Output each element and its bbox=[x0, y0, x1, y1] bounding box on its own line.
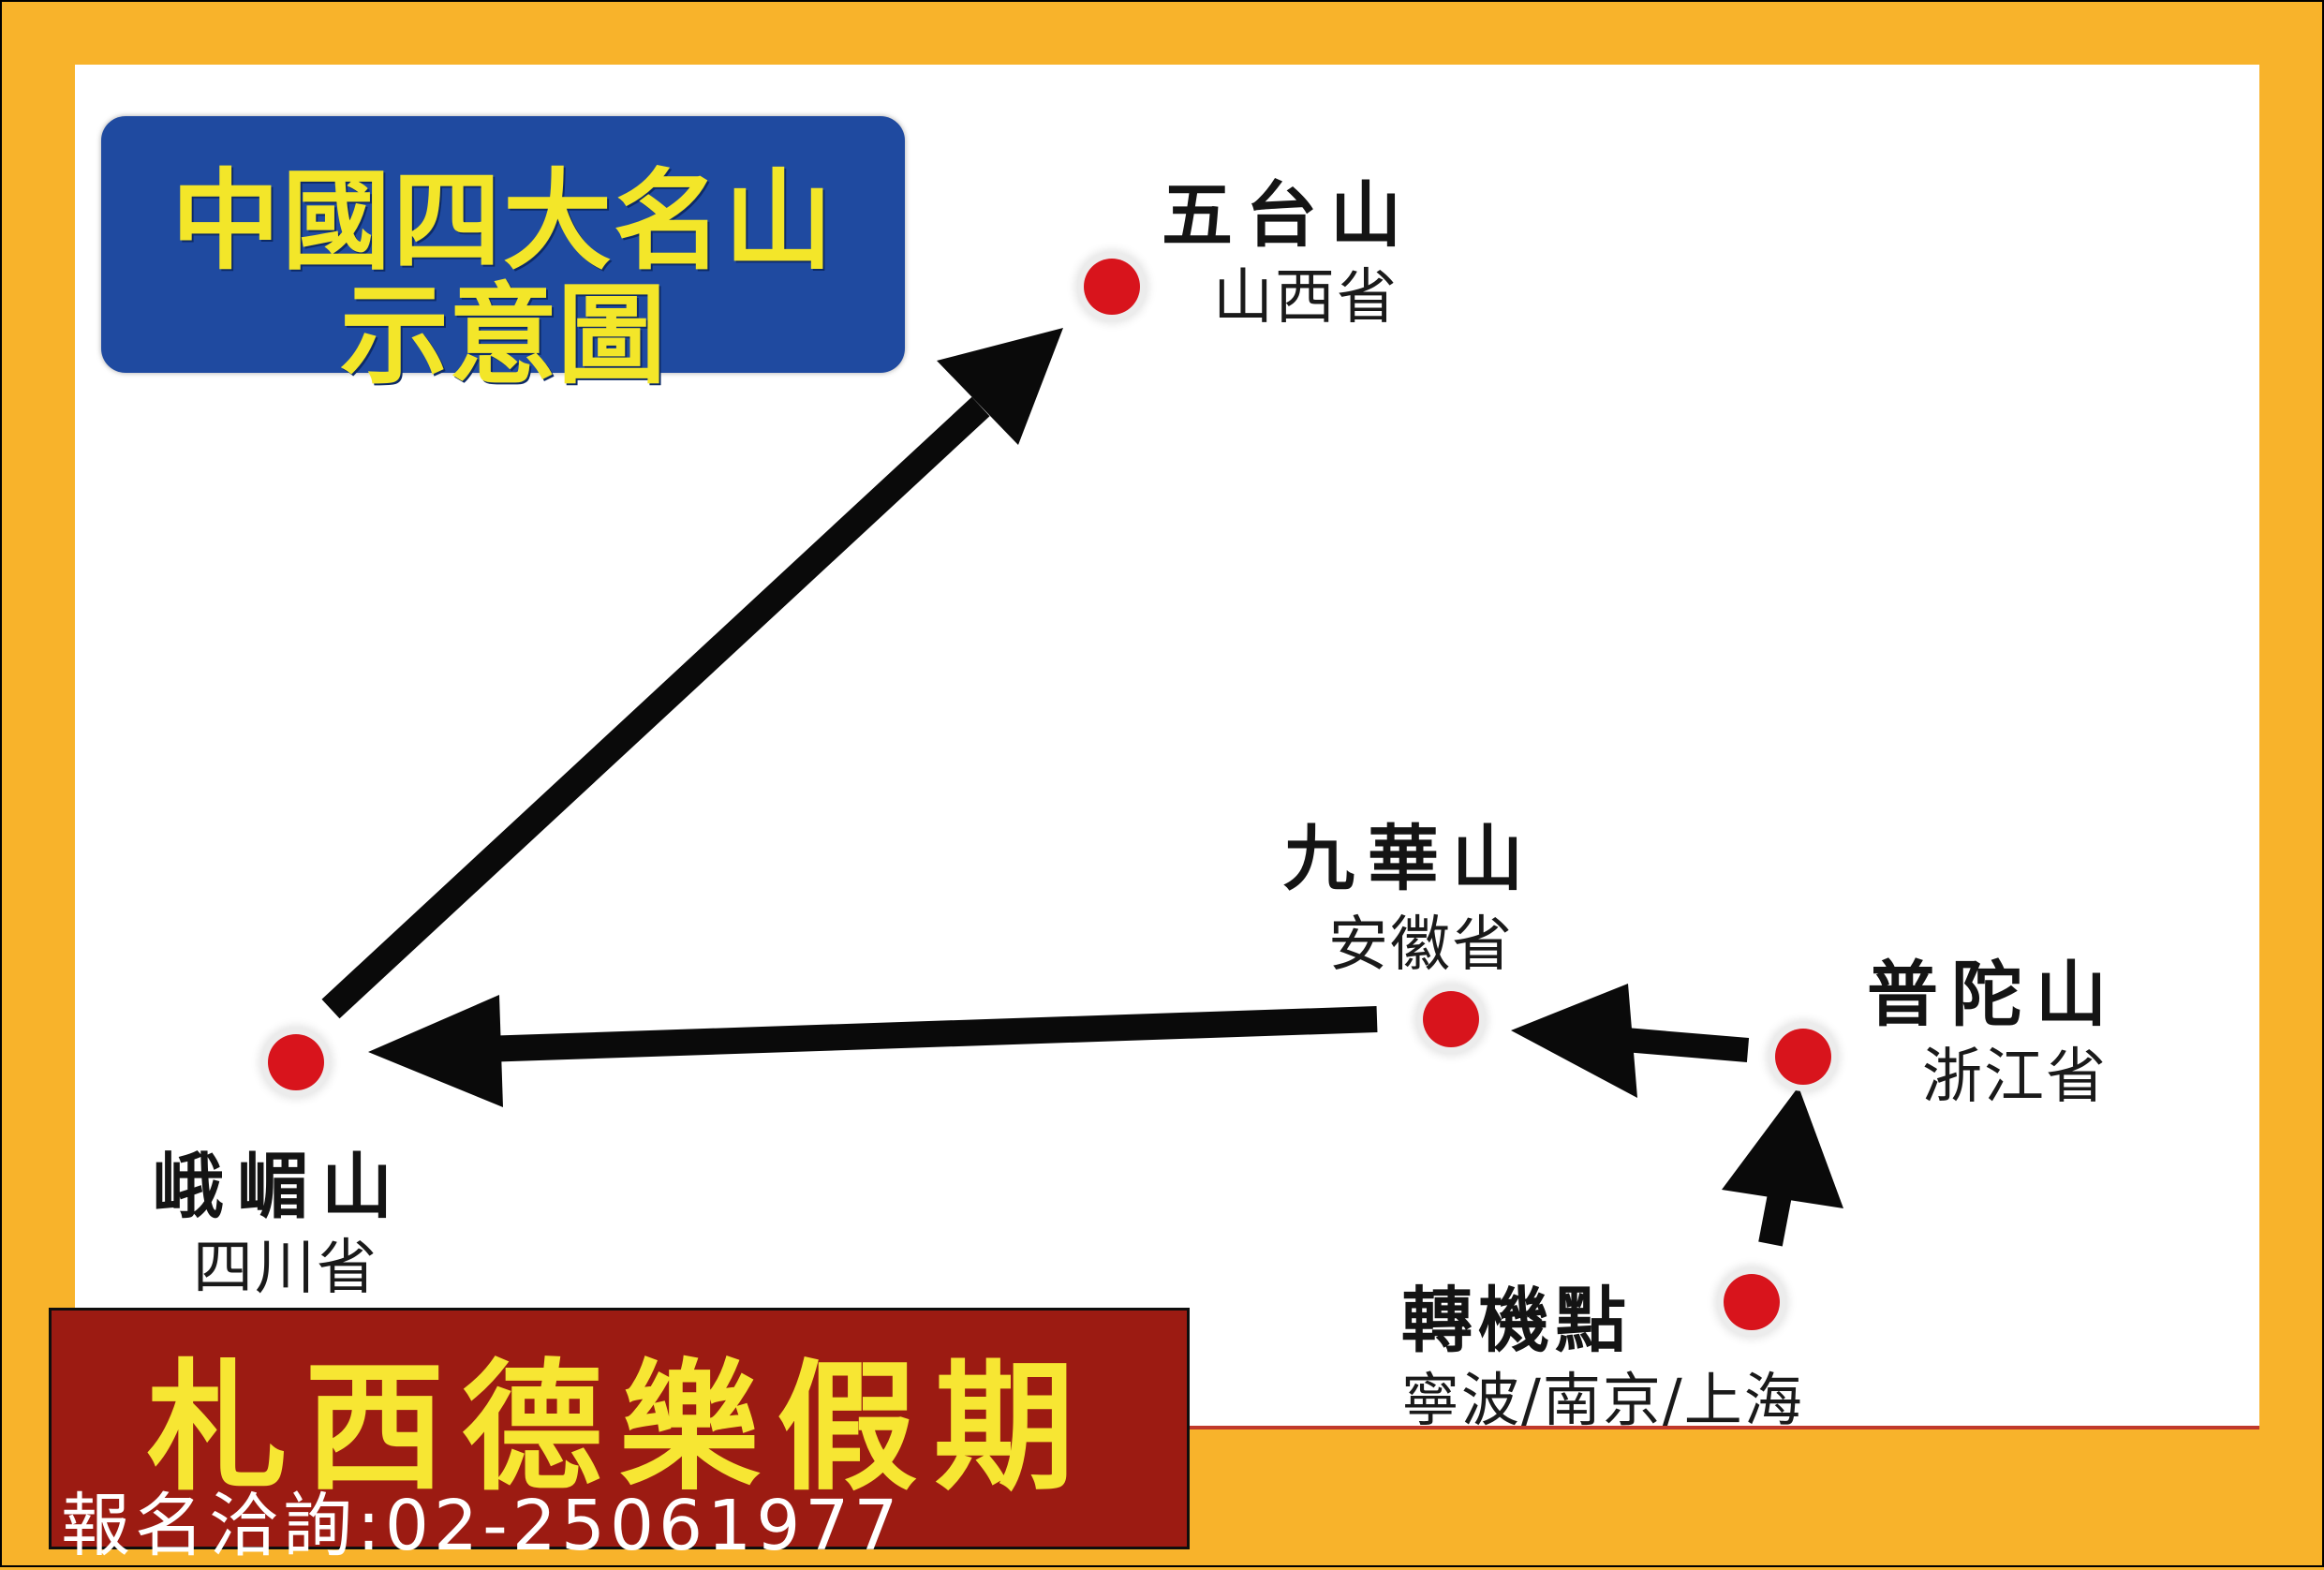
putuo-location-dot bbox=[1775, 1029, 1831, 1085]
putuo-province: 浙江省 bbox=[1922, 1043, 2108, 1112]
wutai-name: 五台山 bbox=[1162, 173, 1414, 257]
diagram-title: 中國四大名山 bbox=[171, 158, 835, 285]
agency-name: 札西德樂假期 bbox=[146, 1345, 1091, 1510]
jiuhua-location-dot bbox=[1423, 991, 1479, 1047]
jiuhua-name: 九華山 bbox=[1283, 817, 1536, 900]
emei-province: 四川省 bbox=[193, 1234, 378, 1303]
agency-phone: 報名洽詢:02-25061977 bbox=[61, 1486, 903, 1566]
jiuhua-province: 安徽省 bbox=[1328, 911, 1514, 980]
transfer-point-name: 轉機點 bbox=[1401, 1279, 1632, 1362]
emei-name: 峨嵋山 bbox=[153, 1145, 406, 1228]
emei-location-dot bbox=[268, 1034, 324, 1090]
diagram-title-box: 中國四大名山 示意圖 bbox=[101, 116, 905, 399]
arrow-putuo-to-jiuhua bbox=[1511, 984, 1750, 1098]
diagram-subtitle: 示意圖 bbox=[340, 273, 666, 399]
arrow-jiuhua-to-emei bbox=[368, 995, 1378, 1107]
transfer-cities: 寧波/南京/上海 bbox=[1401, 1366, 1804, 1434]
wutai-province: 山西省 bbox=[1213, 263, 1399, 333]
arrow-emei-to-wutai bbox=[321, 328, 1063, 1019]
arrow-transfer-to-putuo bbox=[1722, 1087, 1843, 1247]
putuo-name: 普陀山 bbox=[1867, 953, 2120, 1036]
wutai-location-dot bbox=[1084, 259, 1140, 315]
agency-banner: 札西德樂假期 報名洽詢:02-25061977 bbox=[49, 1308, 1190, 1566]
transfer-location-dot bbox=[1724, 1274, 1780, 1330]
